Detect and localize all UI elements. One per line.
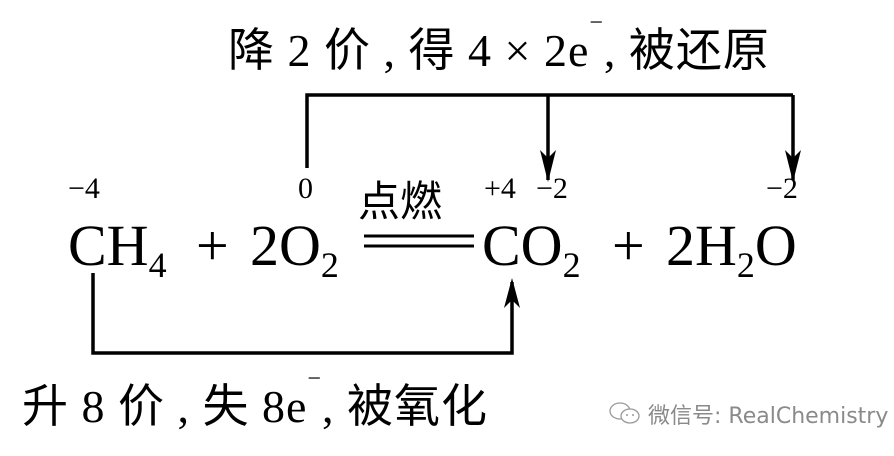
oxidation-state-c-co2: +4: [484, 172, 516, 205]
oxidation-text-post: , 被氧化: [321, 381, 488, 432]
oxidation-bracket: [91, 273, 520, 355]
plus-sign: +: [612, 213, 645, 278]
reduction-annotation: 降 2 价 , 得 4 × 2e−, 被还原: [228, 10, 770, 80]
product-co2: CO2: [482, 213, 581, 285]
wechat-icon: [608, 401, 642, 433]
plus-sign: +: [196, 213, 229, 278]
oxidation-state-o-co2: −2: [536, 172, 568, 205]
reactant-o2: 2O2: [250, 213, 339, 285]
oxidation-text-pre: 升 8 价 , 失 8e: [22, 381, 308, 432]
arrow-down-icon: [540, 150, 556, 182]
arrow-up-icon: [504, 278, 520, 308]
arrow-down-icon: [785, 150, 801, 182]
reduction-bracket: [305, 93, 801, 182]
watermark: 微信号: RealChemistry: [608, 398, 888, 433]
oxidation-state-o-o2: 0: [298, 172, 313, 205]
watermark-text: 微信号: RealChemistry: [648, 404, 889, 429]
reaction-condition: 点燃: [358, 180, 443, 226]
reduction-text-pre: 降 2 价 , 得 4 × 2e: [228, 25, 590, 76]
reduction-text-post: , 被还原: [603, 25, 770, 76]
oxidation-state-o-h2o: −2: [766, 172, 798, 205]
reaction-equals-sign: [364, 234, 474, 248]
oxidation-state-c-ch4: −4: [68, 172, 100, 205]
reactant-ch4: CH4: [68, 213, 167, 285]
electron-charge: −: [307, 366, 322, 392]
product-h2o: 2H2O: [666, 213, 797, 285]
electron-charge: −: [589, 10, 604, 36]
oxidation-annotation: 升 8 价 , 失 8e−, 被氧化: [22, 366, 488, 436]
